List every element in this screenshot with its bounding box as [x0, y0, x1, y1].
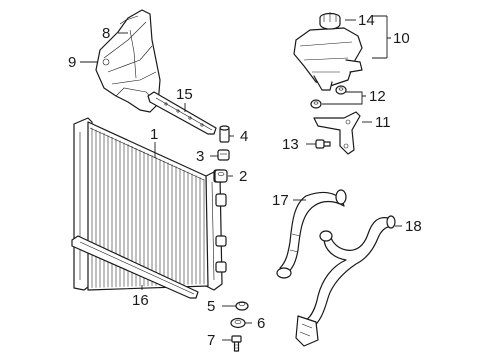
leader-lines — [80, 15, 402, 341]
lower-seal-strip-part — [71, 235, 199, 299]
callout-7: 7 — [207, 332, 215, 349]
mount-bushing-part — [214, 169, 228, 183]
callout-6: 6 — [257, 315, 265, 332]
callout-8: 8 — [102, 25, 110, 42]
callout-1: 1 — [150, 126, 158, 143]
stud-part — [219, 125, 230, 143]
callout-12: 12 — [369, 88, 386, 105]
tank-grommet-part — [310, 85, 347, 109]
callout-17: 17 — [272, 192, 289, 209]
callout-2: 2 — [239, 168, 247, 185]
washer-part — [230, 317, 246, 329]
callout-14: 14 — [358, 12, 375, 29]
expansion-tank-part — [293, 27, 363, 91]
tank-cap-part — [319, 12, 341, 30]
callout-10: 10 — [393, 30, 410, 47]
grommet-part — [235, 301, 249, 311]
tank-bracket-part — [313, 111, 361, 155]
radiator-part — [73, 117, 227, 291]
callout-16: 16 — [132, 292, 149, 309]
bracket-bolt-part — [315, 139, 331, 149]
callout-4: 4 — [240, 128, 248, 145]
bolt-part — [231, 335, 242, 352]
upper-seal-strip-part — [147, 91, 217, 135]
callout-11: 11 — [375, 114, 391, 131]
upper-hose-part — [276, 189, 347, 279]
callout-15: 15 — [176, 86, 193, 103]
callout-13: 13 — [282, 136, 299, 153]
callout-labels: 1 2 3 4 5 6 7 8 9 10 11 12 13 14 15 16 1… — [68, 12, 422, 349]
lower-hose-part — [295, 215, 396, 347]
callout-18: 18 — [405, 218, 422, 235]
callout-9: 9 — [68, 54, 76, 71]
callout-5: 5 — [207, 298, 215, 315]
callout-3: 3 — [196, 148, 204, 165]
clip-part — [217, 149, 230, 161]
